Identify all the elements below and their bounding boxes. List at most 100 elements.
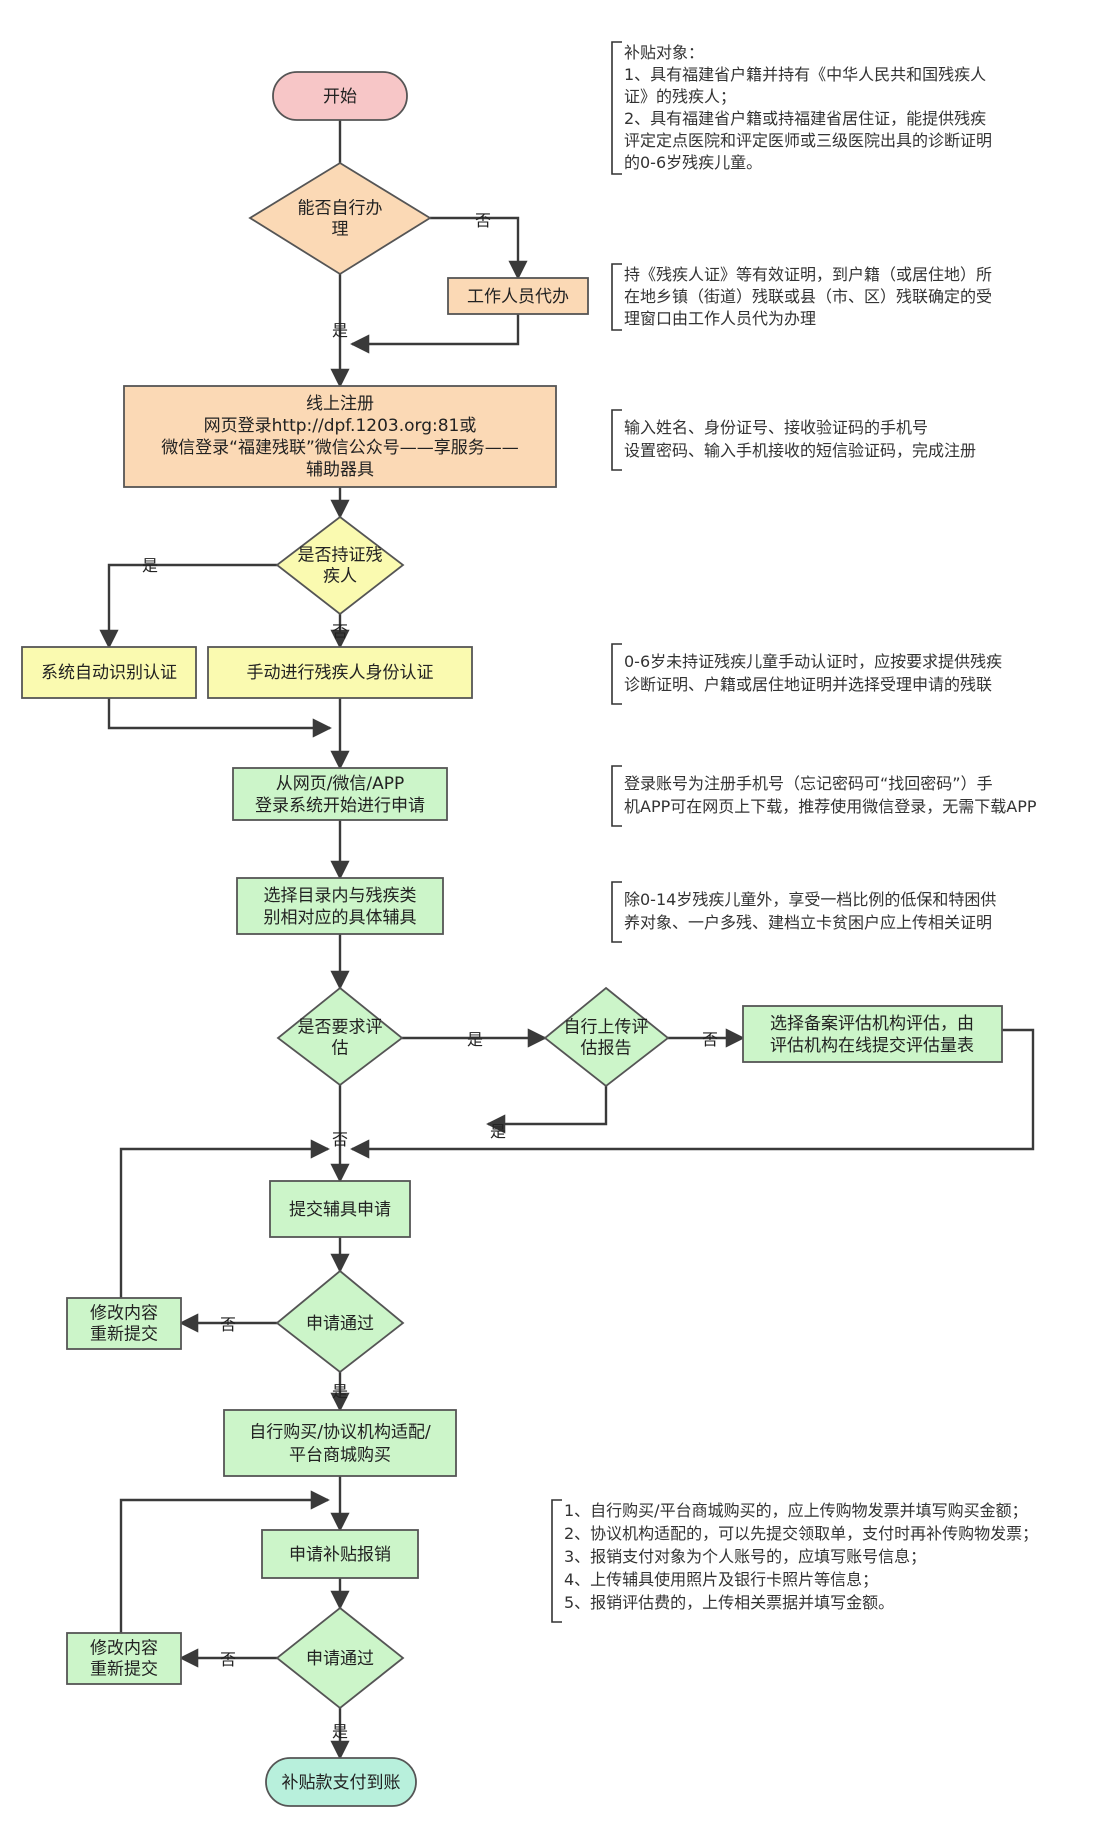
- node-register-label: 线上注册网页登录http://dpf.1203.org:81或微信登录“福建残联…: [161, 394, 519, 480]
- node-staff-handle-label: 工作人员代办: [467, 287, 569, 307]
- node-self-upload-label: 自行上传评估报告: [564, 1018, 649, 1059]
- note-device-bracket: [611, 881, 622, 943]
- node-modify-1: [66, 1297, 182, 1350]
- label-upload-no: 否: [702, 1030, 718, 1049]
- edge-cert-yes: [99, 563, 277, 649]
- node-modify-2: [66, 1632, 182, 1685]
- text-line: 估报告: [581, 1039, 632, 1059]
- label-assess-yes: 是: [467, 1030, 483, 1049]
- label-cert-no: 否: [332, 622, 348, 641]
- note-staff-bracket: [611, 263, 622, 331]
- note-claim: 1、自行购买/平台商城购买的，应上传购物发票并填写购买金额； 2、协议机构适配的，…: [564, 1501, 1038, 1612]
- edge-modify1-to-submit: [119, 1139, 330, 1298]
- label-self-no: 否: [475, 211, 491, 230]
- text-line: 的0-6岁残疾儿童。: [624, 153, 762, 172]
- node-auto-verify: [21, 646, 197, 699]
- text-line: 4、上传辅具使用照片及银行卡照片等信息；: [564, 1570, 878, 1589]
- text-line: 登录账号为注册手机号（忘记密码可“找回密码”）手: [624, 774, 993, 793]
- edge-staff-to-register: [350, 314, 520, 354]
- note-subsidy-target-bracket: [611, 41, 622, 175]
- node-self-handle: [248, 161, 432, 276]
- node-manual-verify-label: 手动进行残疾人身份认证: [247, 663, 434, 683]
- text-line: 修改内容: [90, 1639, 158, 1659]
- node-select-device: [236, 877, 444, 935]
- text-line: 能否自行办: [298, 199, 383, 219]
- text-line: 评定定点医院和评定医师或三级医院出具的诊断证明: [624, 131, 992, 150]
- node-end: [265, 1757, 417, 1807]
- edge-self-handle-no: [430, 216, 528, 280]
- edge-agency-to-submit: [350, 1028, 1035, 1159]
- label-approve1-yes: 是: [332, 1382, 348, 1401]
- text-line: 平台商城购买: [289, 1446, 391, 1466]
- node-staff-handle: [447, 277, 589, 315]
- node-need-assess-label: 是否要求评估: [298, 1018, 383, 1059]
- text-line: 微信登录“福建残联”微信公众号——享服务——: [161, 438, 519, 458]
- nodes: 开始 能否自行办理 工作人员代办 线上注册网页登录http://dpf.1203…: [21, 71, 1003, 1807]
- text-line: 线上注册: [306, 394, 374, 414]
- node-select-agency-label: 选择备案评估机构评估，由评估机构在线提交评估量表: [770, 1014, 974, 1056]
- note-subsidy-target: 补贴对象： 1、具有福建省户籍并持有《中华人民共和国残疾人证》的残疾人； 2、具有福…: [624, 43, 992, 172]
- text-line: 自行上传评: [564, 1018, 649, 1038]
- node-purchase-label: 自行购买/协议机构适配/平台商城购买: [249, 1423, 431, 1466]
- node-claim-label: 申请补贴报销: [289, 1545, 391, 1565]
- edge-labels: 否 是 是 否 是 否 是 否 否 是 否 是: [142, 211, 718, 1741]
- text-line: 辅助器具: [306, 460, 374, 480]
- note-manual-bracket: [611, 643, 622, 705]
- note-device: 除0-14岁残疾儿童外，享受一档比例的低保和特困供养对象、一户多残、建档立卡贫困…: [624, 890, 996, 932]
- text-line: 理窗口由工作人员代为办理: [624, 309, 816, 328]
- edge-upload-yes: [486, 1086, 608, 1134]
- node-manual-verify: [207, 646, 473, 699]
- node-login-apply: [232, 767, 448, 821]
- node-select-device-label: 选择目录内与残疾类别相对应的具体辅具: [264, 886, 417, 928]
- text-line: 2、协议机构适配的，可以先提交领取单，支付时再补传购物发票；: [564, 1524, 1038, 1543]
- node-end-label: 补贴款支付到账: [282, 1773, 401, 1793]
- text-line: 3、报销支付对象为个人账号的，应填写账号信息；: [564, 1547, 926, 1566]
- node-approve-1: [275, 1269, 405, 1374]
- edges: [99, 120, 1035, 1760]
- text-line: 证》的残疾人；: [624, 87, 736, 106]
- text-line: 补贴对象：: [624, 43, 704, 62]
- text-line: 养对象、一户多残、建档立卡贫困户应上传相关证明: [624, 913, 992, 932]
- label-approve2-yes: 是: [332, 1722, 348, 1741]
- text-line: 从网页/微信/APP: [276, 774, 405, 794]
- notes: 补贴对象： 1、具有福建省户籍并持有《中华人民共和国残疾人证》的残疾人； 2、具有福…: [551, 41, 1038, 1623]
- text-line: 0-6岁未持证残疾儿童手动认证时，应按要求提供残疾: [624, 652, 1002, 671]
- text-line: 估: [332, 1039, 349, 1059]
- node-self-handle-label: 能否自行办理: [298, 199, 383, 240]
- text-line: 诊断证明、户籍或居住地证明并选择受理申请的残联: [624, 675, 992, 694]
- node-approve-1-label: 申请通过: [306, 1314, 374, 1334]
- node-claim: [261, 1529, 419, 1579]
- node-register: [123, 385, 557, 488]
- text-line: 1、自行购买/平台商城购买的，应上传购物发票并填写购买金额；: [564, 1501, 1028, 1520]
- note-manual: 0-6岁未持证残疾儿童手动认证时，应按要求提供残疾诊断证明、户籍或居住地证明并选…: [624, 652, 1002, 694]
- node-submit-apply-label: 提交辅具申请: [289, 1200, 391, 1220]
- text-line: 5、报销评估费的，上传相关票据并填写金额。: [564, 1593, 894, 1612]
- node-modify-1-label: 修改内容重新提交: [90, 1304, 158, 1345]
- node-approve-2: [275, 1606, 405, 1710]
- note-claim-bracket: [551, 1499, 562, 1623]
- node-need-assess: [276, 986, 404, 1087]
- node-purchase: [223, 1409, 457, 1477]
- text-line: 重新提交: [90, 1325, 158, 1345]
- text-line: 是否要求评: [298, 1018, 383, 1038]
- text-line: 别相对应的具体辅具: [264, 908, 417, 928]
- text-line: 修改内容: [90, 1304, 158, 1324]
- text-line: 网页登录http://dpf.1203.org:81或: [204, 416, 477, 436]
- text-line: 在地乡镇（街道）残联或县（市、区）残联确定的受: [624, 287, 992, 306]
- text-line: 设置密码、输入手机接收的短信验证码，完成注册: [624, 441, 976, 460]
- note-staff: 持《残疾人证》等有效证明，到户籍（或居住地）所在地乡镇（街道）残联或县（市、区）…: [624, 265, 992, 328]
- text-line: 2、具有福建省户籍或持福建省居住证，能提供残疾: [624, 109, 986, 128]
- note-register-bracket: [611, 409, 622, 471]
- note-login: 登录账号为注册手机号（忘记密码可“找回密码”）手机APP可在网页上下载，推荐使用…: [624, 774, 1037, 816]
- note-login-bracket: [611, 765, 622, 827]
- text-line: 疾人: [323, 567, 357, 587]
- node-auto-verify-label: 系统自动识别认证: [41, 663, 177, 683]
- text-line: 理: [332, 220, 349, 240]
- text-line: 1、具有福建省户籍并持有《中华人民共和国残疾人: [624, 65, 986, 84]
- text-line: 持《残疾人证》等有效证明，到户籍（或居住地）所: [624, 265, 992, 284]
- text-line: 输入姓名、身份证号、接收验证码的手机号: [624, 418, 928, 437]
- node-has-certificate: [275, 515, 405, 616]
